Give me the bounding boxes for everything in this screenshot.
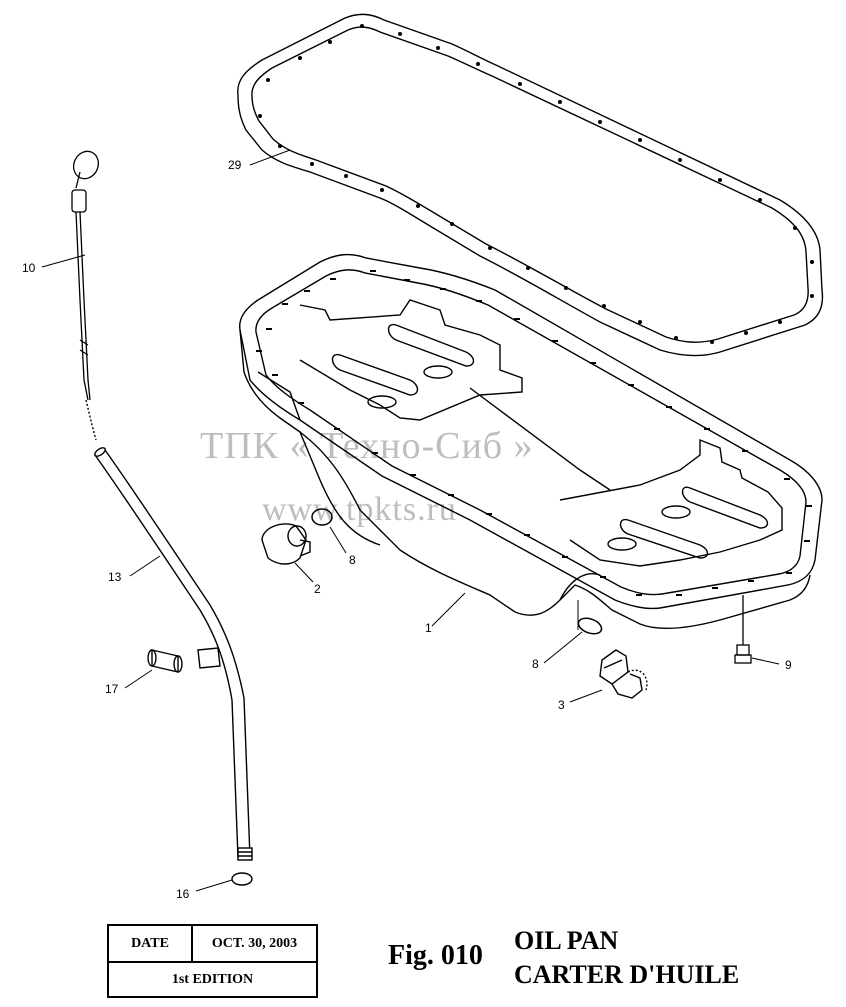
callout-8-upper: 8 bbox=[349, 553, 356, 567]
watermark-company: ТПК « Техно-Сиб » bbox=[200, 425, 534, 467]
dipstick-part-10 bbox=[71, 150, 100, 401]
callout-10: 10 bbox=[22, 261, 36, 275]
callout-2: 2 bbox=[314, 582, 321, 596]
gasket-part-29 bbox=[237, 13, 824, 357]
callout-8-lower: 8 bbox=[532, 657, 539, 671]
callout-13: 13 bbox=[108, 570, 122, 584]
seal-part-8-upper bbox=[311, 508, 333, 526]
bolt-part-9 bbox=[734, 595, 752, 664]
drain-plug-part-3 bbox=[599, 649, 648, 699]
figure-number: Fig. 010 bbox=[388, 940, 483, 971]
edition-label: 1st EDITION bbox=[171, 971, 254, 987]
o-ring-part-16 bbox=[231, 872, 253, 886]
leader-lines bbox=[41, 149, 780, 892]
date-label: DATE bbox=[109, 926, 193, 963]
callout-16: 16 bbox=[176, 887, 190, 901]
figure-title-english: OIL PAN bbox=[514, 926, 619, 955]
callout-1: 1 bbox=[425, 621, 432, 635]
seal-part-8-lower bbox=[577, 617, 603, 635]
callout-29: 29 bbox=[228, 158, 242, 172]
guide-tube-part-13 bbox=[85, 399, 253, 861]
callout-9: 9 bbox=[785, 658, 792, 672]
title-block: DATE OCT. 30, 2003 1st EDITION bbox=[107, 924, 318, 998]
plug-part-2 bbox=[261, 523, 311, 565]
figure-title-french: CARTER D'HUILE bbox=[514, 960, 740, 989]
oil-pan-part-1 bbox=[239, 253, 823, 630]
date-value: OCT. 30, 2003 bbox=[193, 926, 316, 963]
sleeve-part-17 bbox=[147, 649, 183, 673]
callout-3: 3 bbox=[558, 698, 565, 712]
callout-17: 17 bbox=[105, 682, 119, 696]
